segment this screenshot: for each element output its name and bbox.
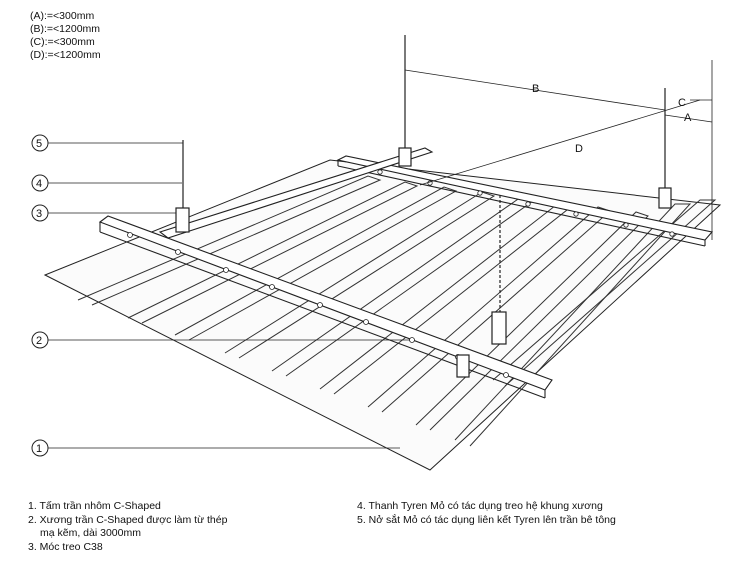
callout-1-number: 1 bbox=[36, 443, 42, 455]
carrier-bars bbox=[98, 147, 714, 399]
dimension-spec-a: (A):=<300mm bbox=[30, 10, 95, 22]
callout-5: 5 bbox=[31, 134, 183, 152]
hanger-back-left bbox=[398, 147, 412, 167]
dimension-spec-list: (A):=<300mm (B):=<1200mm (C):=<300mm (D)… bbox=[30, 10, 101, 62]
hanger-rods bbox=[175, 35, 672, 378]
callout-2-number: 2 bbox=[36, 335, 42, 347]
dimension-label-d: D bbox=[575, 143, 583, 155]
legend-left: 1. Tấm trần nhôm C-Shaped 2. Xương trần … bbox=[28, 500, 227, 554]
legend-item-3: 3. Móc treo C38 bbox=[28, 540, 103, 553]
legend-right: 4. Thanh Tyren Mỏ có tác dụng treo hệ kh… bbox=[357, 500, 616, 527]
legend-item-2-continued: mạ kẽm, dài 3000mm bbox=[40, 527, 141, 539]
dimension-spec-d: (D):=<1200mm bbox=[30, 49, 101, 61]
legend-item-1: 1. Tấm trần nhôm C-Shaped bbox=[28, 500, 161, 512]
callout-4-number: 4 bbox=[36, 178, 42, 190]
dimension-spec-c: (C):=<300mm bbox=[30, 36, 95, 48]
callout-3: 3 bbox=[31, 204, 176, 222]
aluminium-ceiling-panels bbox=[43, 159, 722, 471]
callout-3-number: 3 bbox=[36, 208, 42, 220]
panel-sheet-outline bbox=[43, 159, 722, 471]
callout-2: 2 bbox=[31, 331, 410, 349]
hanger-left bbox=[175, 207, 190, 233]
carrier-holes bbox=[127, 169, 675, 378]
hanger-back-right bbox=[658, 187, 672, 209]
callout-1: 1 bbox=[31, 439, 400, 457]
hanger-front-right bbox=[456, 354, 470, 378]
dimension-label-c: C bbox=[678, 97, 686, 109]
legend-item-4: 4. Thanh Tyren Mỏ có tác dụng treo hệ kh… bbox=[357, 500, 603, 512]
dimension-lines bbox=[404, 60, 713, 240]
dimension-label-a: A bbox=[684, 112, 692, 124]
hanger-center bbox=[491, 311, 507, 345]
legend-item-5: 5. Nở sắt Mỏ có tác dụng liên kết Tyren … bbox=[357, 513, 616, 526]
legend-item-2: 2. Xương trần C-Shaped được làm từ thép bbox=[28, 513, 228, 526]
dimension-spec-b: (B):=<1200mm bbox=[30, 23, 101, 35]
callout-5-number: 5 bbox=[36, 138, 42, 150]
dimension-label-b: B bbox=[532, 83, 539, 95]
top-rail bbox=[158, 147, 434, 239]
callout-4: 4 bbox=[31, 174, 182, 192]
